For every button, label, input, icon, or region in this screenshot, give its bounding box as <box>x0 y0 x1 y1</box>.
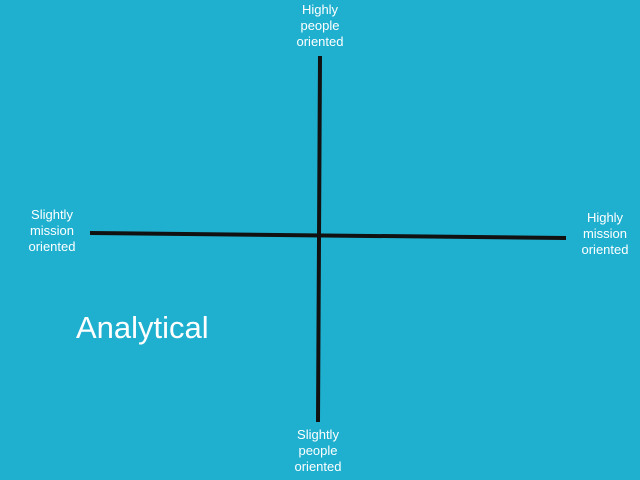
label-bottom: Slightly people oriented <box>273 427 363 475</box>
label-line: Slightly <box>297 427 339 442</box>
label-line: Highly <box>301 2 339 17</box>
label-top: Highly people oriented <box>275 2 365 50</box>
label-left: Slightly mission oriented <box>7 207 97 255</box>
label-line: oriented <box>296 34 344 49</box>
label-line: oriented <box>28 239 76 254</box>
vertical-axis <box>316 55 322 423</box>
label-line: mission <box>582 226 628 241</box>
label-line: oriented <box>581 242 629 257</box>
label-line: people <box>298 443 338 458</box>
label-line: Highly <box>586 210 624 225</box>
label-line: mission <box>29 223 75 238</box>
label-line: people <box>300 18 340 33</box>
quadrant-label: Analytical <box>76 310 209 345</box>
label-line: oriented <box>294 459 342 474</box>
horizontal-axis <box>89 231 567 240</box>
label-right: Highly mission oriented <box>560 210 640 258</box>
label-line: Slightly <box>31 207 73 222</box>
